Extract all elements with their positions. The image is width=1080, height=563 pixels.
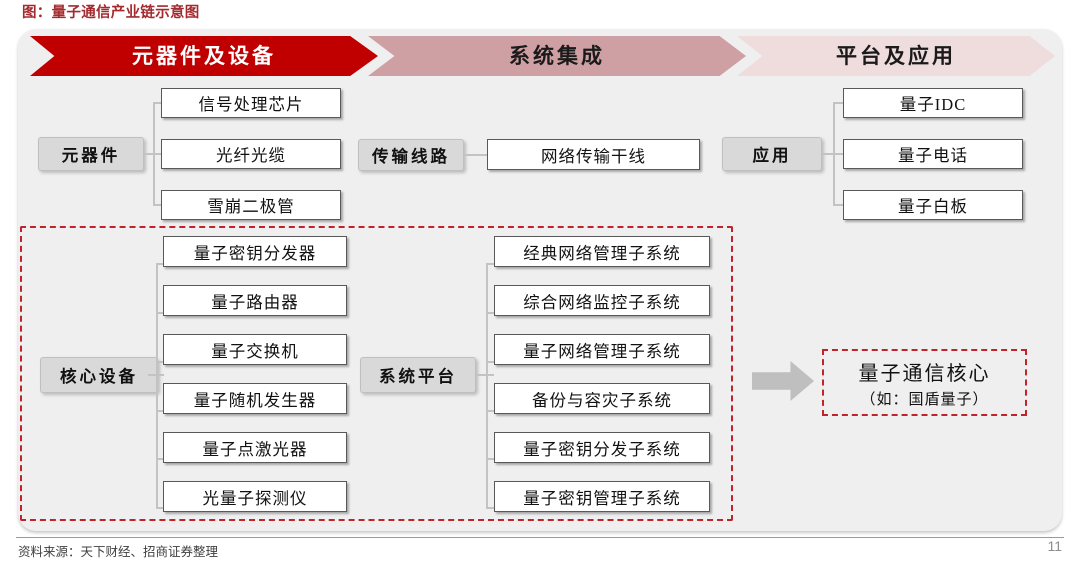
node-application-2-label: 量子白板: [898, 197, 968, 216]
connector-stub-platform-5: [486, 507, 497, 509]
node-system-platform-3-label: 备份与容灾子系统: [532, 390, 672, 410]
connector-stub-core-4: [156, 458, 166, 460]
node-system-platform-0-label: 经典网络管理子系统: [523, 243, 681, 263]
node-system-platform-4-label: 量子密钥分发子系统: [523, 439, 681, 459]
node-components-0: 信号处理芯片: [161, 88, 341, 118]
connector-stub-core-5: [156, 507, 166, 509]
group-label-application-text: 应用: [752, 146, 792, 165]
page-number: 11: [1047, 538, 1062, 554]
stage-banner-system-integration-label: 系统集成: [509, 44, 605, 68]
node-components-0-label: 信号处理芯片: [198, 95, 304, 114]
stage-banner-platform-application: 平台及应用: [737, 36, 1055, 76]
stage-banner-components-label: 元器件及设备: [132, 44, 276, 68]
node-application-1: 量子电话: [843, 139, 1023, 169]
node-application-0-label: 量子IDC: [899, 95, 967, 114]
group-label-core-devices: 核心设备: [40, 357, 158, 393]
footer-divider: [16, 537, 1064, 538]
connector-stub-application-1: [833, 153, 845, 155]
connector-stub-components-1: [153, 153, 163, 155]
node-system-platform-2-label: 量子网络管理子系统: [523, 341, 681, 361]
connector-stub-components-main: [144, 153, 160, 155]
group-label-system-platform: 系统平台: [360, 357, 476, 393]
node-core-devices-4-label: 量子点激光器: [202, 439, 308, 459]
node-core-devices-4: 量子点激光器: [163, 432, 347, 463]
connector-stub-core-3: [156, 410, 166, 412]
node-system-platform-1-label: 综合网络监控子系统: [523, 292, 681, 312]
connector-stub-core-main: [148, 374, 164, 376]
node-system-platform-5: 量子密钥管理子系统: [494, 481, 710, 512]
node-components-2-label: 雪崩二极管: [207, 197, 295, 216]
node-core-devices-1: 量子路由器: [163, 285, 347, 316]
node-core-devices-2: 量子交换机: [163, 334, 347, 365]
group-label-components-text: 元器件: [61, 146, 121, 165]
node-system-platform-2: 量子网络管理子系统: [494, 334, 710, 365]
stage-banner-components: 元器件及设备: [30, 36, 378, 76]
node-core-devices-0: 量子密钥分发器: [163, 236, 347, 267]
core-result-title: 量子通信核心: [858, 362, 991, 385]
connector-stub-platform-2: [486, 361, 497, 363]
source-note: 资料来源：天下财经、招商证券整理: [18, 545, 219, 559]
group-label-components: 元器件: [38, 137, 144, 171]
group-label-transmission-text: 传输线路: [372, 147, 450, 166]
node-application-2: 量子白板: [843, 190, 1023, 220]
connector-vertical-core-devices: [156, 263, 158, 507]
highlight-region: [20, 226, 733, 521]
node-system-platform-0: 经典网络管理子系统: [494, 236, 710, 267]
connector-stub-platform-4: [486, 458, 497, 460]
node-transmission-0: 网络传输干线: [487, 139, 700, 170]
node-core-devices-0-label: 量子密钥分发器: [193, 243, 317, 263]
node-components-1-label: 光纤光缆: [216, 146, 286, 165]
node-core-devices-5: 光量子探测仪: [163, 481, 347, 512]
node-components-2: 雪崩二极管: [161, 190, 341, 220]
connector-stub-application-main: [822, 153, 840, 155]
node-application-0: 量子IDC: [843, 88, 1023, 118]
group-label-application: 应用: [722, 137, 822, 171]
connector-stub-application-0: [833, 102, 845, 104]
node-core-devices-3: 量子随机发生器: [163, 383, 347, 414]
connector-stub-components-0: [153, 102, 163, 104]
node-core-devices-5-label: 光量子探测仪: [202, 488, 308, 508]
node-system-platform-5-label: 量子密钥管理子系统: [523, 488, 681, 508]
figure-title: 图：量子通信产业链示意图: [22, 5, 200, 21]
group-label-transmission: 传输线路: [358, 139, 464, 171]
core-result-box: 量子通信核心 （如：国盾量子）: [822, 349, 1027, 416]
connector-vertical-system-platform: [486, 263, 488, 507]
node-core-devices-2-label: 量子交换机: [211, 341, 299, 361]
connector-stub-components-2: [153, 204, 163, 206]
node-components-1: 光纤光缆: [161, 139, 341, 169]
connector-transmission: [464, 154, 487, 156]
connector-stub-platform-3: [486, 410, 497, 412]
connector-stub-core-0: [156, 263, 166, 265]
node-system-platform-1: 综合网络监控子系统: [494, 285, 710, 316]
stage-banner-system-integration: 系统集成: [368, 36, 746, 76]
connector-stub-platform-0: [486, 263, 497, 265]
connector-stub-platform-main: [476, 374, 494, 376]
node-system-platform-3: 备份与容灾子系统: [494, 383, 710, 414]
node-core-devices-1-label: 量子路由器: [211, 292, 299, 312]
group-label-core-devices-text: 核心设备: [60, 367, 138, 386]
node-core-devices-3-label: 量子随机发生器: [193, 390, 317, 410]
connector-stub-platform-1: [486, 312, 497, 314]
group-label-system-platform-text: 系统平台: [379, 367, 457, 386]
stage-banner-platform-application-label: 平台及应用: [836, 44, 956, 68]
node-system-platform-4: 量子密钥分发子系统: [494, 432, 710, 463]
connector-stub-application-2: [833, 204, 845, 206]
node-application-1-label: 量子电话: [898, 146, 968, 165]
node-transmission-0-label: 网络传输干线: [541, 146, 646, 166]
connector-stub-core-2: [156, 361, 166, 363]
connector-stub-core-1: [156, 312, 166, 314]
core-result-subtitle: （如：国盾量子）: [860, 391, 989, 408]
